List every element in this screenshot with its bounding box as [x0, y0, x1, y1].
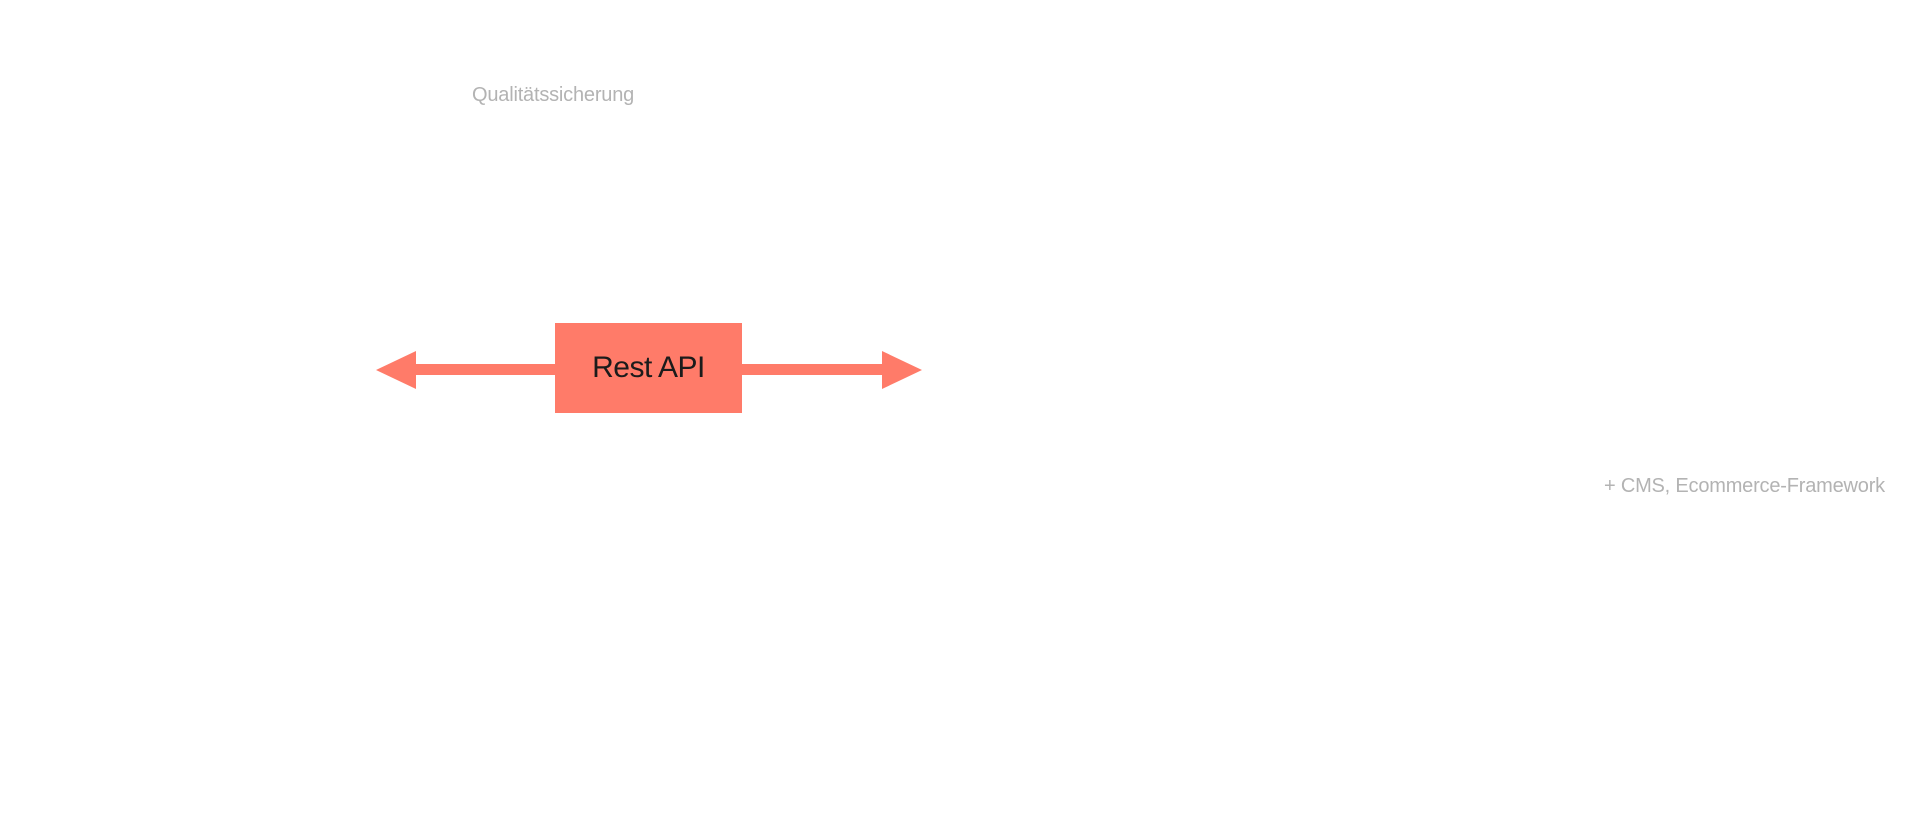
qualitaetssicherung-label: Qualitätssicherung: [472, 84, 635, 106]
left-arrow-shaft: [410, 364, 560, 375]
cms-ecommerce-framework-label: + CMS, Ecommerce-Framework: [1604, 475, 1885, 497]
right-arrow-shaft: [737, 364, 887, 375]
rest-api-label: Rest API: [592, 351, 705, 384]
rest-api-box: Rest API: [555, 323, 742, 413]
left-arrow-head: [376, 351, 416, 389]
right-arrow-head: [882, 351, 922, 389]
